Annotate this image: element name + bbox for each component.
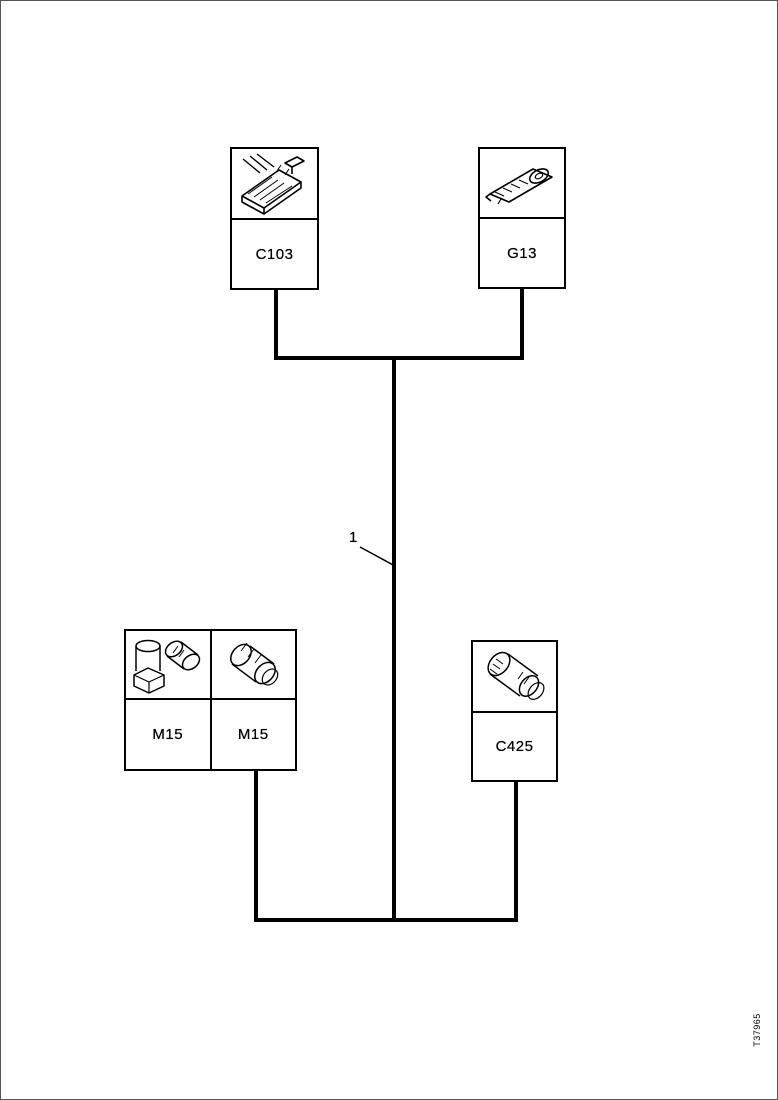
wire-top-bus (274, 356, 524, 360)
wire-drop-m15 (254, 771, 258, 922)
component-label: C103 (255, 245, 294, 263)
ground-terminal-icon (480, 149, 564, 219)
callout-1-label: 1 (349, 529, 358, 546)
wire-bottom-bus (254, 918, 518, 922)
motor-connector-side-view-icon (211, 631, 295, 700)
harness-connector-assembly-icon (232, 149, 317, 220)
component-cell-m15-a: M15 (126, 631, 210, 769)
component-label: C425 (495, 738, 534, 755)
component-label: M15 (237, 726, 269, 743)
wire-trunk (392, 358, 396, 922)
component-label: G13 (507, 244, 537, 262)
component-box-c425: C425 (471, 640, 558, 782)
component-cell-m15-b: M15 (209, 631, 295, 769)
component-label: M15 (152, 726, 184, 743)
component-box-c103: C103 (230, 147, 319, 290)
wire-drop-c425 (514, 782, 518, 922)
component-box-g13: G13 (478, 147, 566, 289)
document-number: T37965 (752, 1013, 762, 1047)
cylindrical-connector-icon (473, 642, 556, 713)
wire-drop-g13 (520, 289, 524, 360)
callout-leader-line (359, 546, 396, 567)
wire-drop-c103 (274, 290, 278, 360)
component-box-m15-duo: M15 M15 (124, 629, 297, 771)
motor-connector-end-view-icon (126, 631, 210, 700)
